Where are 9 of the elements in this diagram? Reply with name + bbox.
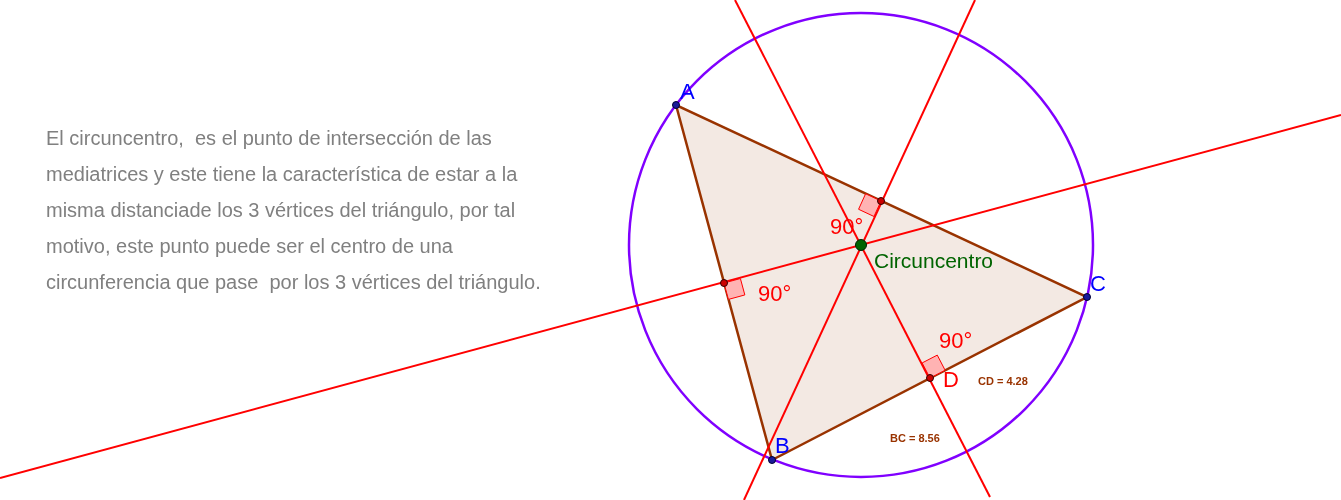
point-label: D: [943, 368, 959, 393]
vertex-label: C: [1090, 272, 1106, 297]
measurement-label: BC = 8.56: [890, 432, 940, 445]
angle-label: 90°: [939, 329, 973, 354]
angle-label: 90°: [758, 282, 792, 307]
vertex-label: B: [775, 434, 790, 459]
point-label: Circuncentro: [874, 249, 994, 273]
measurement-label: CD = 4.28: [978, 375, 1028, 388]
description-text: El circuncentro, es el punto de intersección de las mediatrices y este tiene la característica de estar a la misma distanciade los 3 vértices del triángulo, por tal motivo, este punto puede ser el centro de una circunferencia que pase por los 3 vértices del triángulo.: [46, 126, 542, 295]
